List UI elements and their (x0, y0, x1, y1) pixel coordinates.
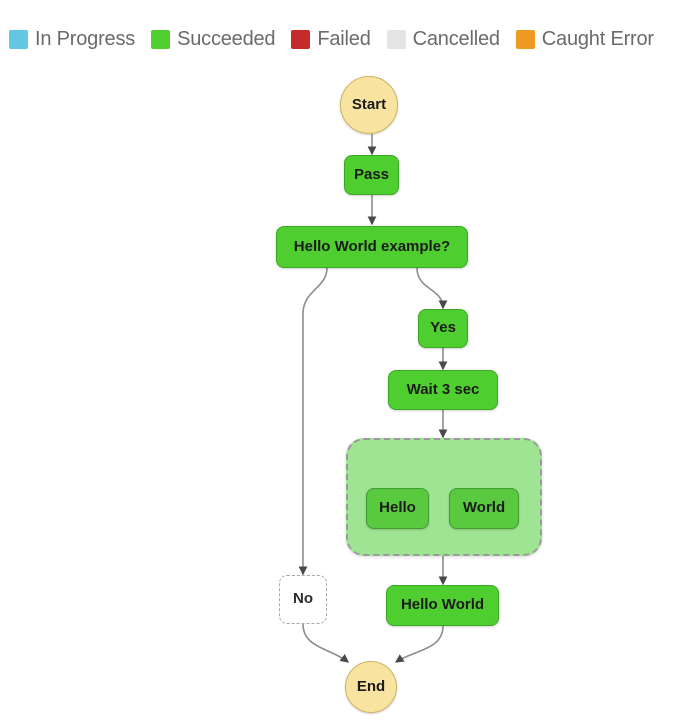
legend-item-failed: Failed (291, 27, 371, 51)
legend-item-caught-error: Caught Error (515, 27, 654, 51)
node-label: Wait 3 sec (406, 380, 480, 398)
edge-choice-yes (416, 267, 448, 310)
legend-label: Cancelled (412, 27, 500, 50)
node-hello-world[interactable]: Hello World (386, 585, 499, 626)
edge-no-end (302, 623, 350, 663)
node-label: No (293, 590, 313, 608)
node-label: Hello (379, 499, 416, 517)
caught-error-swatch (515, 29, 535, 49)
legend-item-in-progress: In Progress (9, 28, 135, 51)
legend-label: Caught Error (541, 27, 654, 50)
in-progress-swatch (9, 29, 28, 49)
legend-label: In Progress (35, 27, 136, 50)
node-label: Hello World (400, 596, 485, 614)
node-pass[interactable]: Pass (344, 155, 399, 195)
node-end[interactable]: End (345, 661, 397, 713)
node-yes[interactable]: Yes (418, 309, 468, 348)
state-machine-graph[interactable]: Start Pass Hello World example? Yes Wait… (0, 56, 700, 722)
node-world[interactable]: World (449, 488, 519, 529)
node-wait-3-sec[interactable]: Wait 3 sec (388, 370, 498, 410)
node-label: Yes (430, 319, 456, 337)
node-label: Pass (353, 165, 390, 183)
succeeded-swatch (151, 29, 171, 49)
node-no[interactable]: No (279, 575, 327, 624)
node-start[interactable]: Start (340, 76, 398, 134)
node-label: World (462, 499, 506, 517)
node-label: Hello World example? (293, 237, 451, 255)
node-label: Start (351, 95, 387, 113)
edge-helloworld-end (394, 625, 444, 663)
node-choice-hello-world-example[interactable]: Hello World example? (276, 226, 468, 268)
node-hello[interactable]: Hello (366, 488, 429, 529)
edge-choice-no (298, 267, 328, 576)
failed-swatch (291, 29, 311, 49)
legend-label: Succeeded (177, 27, 276, 50)
legend-item-cancelled: Cancelled (386, 27, 500, 51)
status-legend: In Progress Succeeded Failed Cancelled C… (0, 22, 700, 56)
legend-item-succeeded: Succeeded (151, 27, 276, 51)
cancelled-swatch (386, 29, 406, 49)
legend-label: Failed (317, 27, 371, 50)
node-label: End (356, 677, 386, 695)
